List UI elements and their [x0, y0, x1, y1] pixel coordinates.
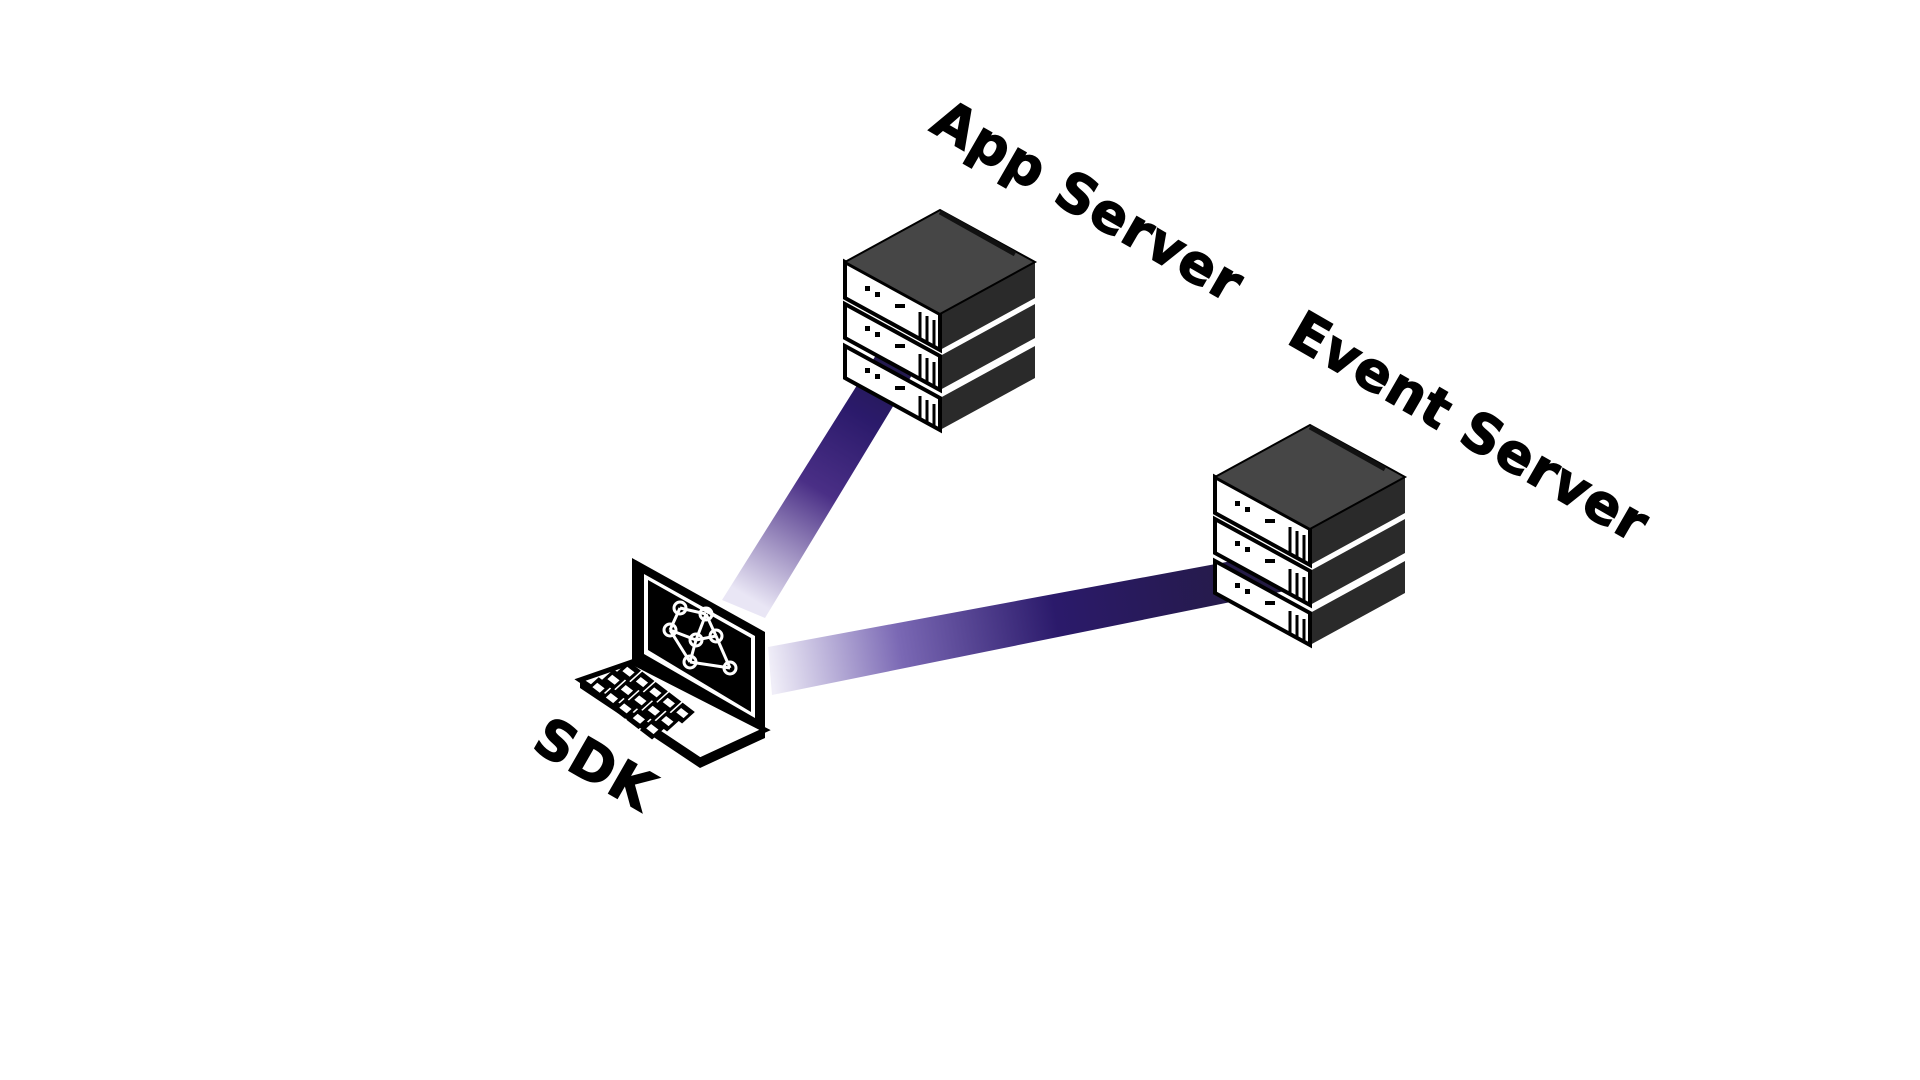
server-unit: [843, 300, 1035, 394]
laptop-network-icon: [574, 558, 771, 768]
server-unit-top: [842, 208, 1038, 354]
server-unit: [1213, 515, 1405, 609]
app-server-stack: [842, 208, 1038, 434]
link-sdk-app-server: [722, 355, 912, 618]
keyboard-icon: [586, 661, 695, 740]
server-unit: [1213, 557, 1405, 649]
server-unit: [843, 342, 1035, 434]
server-unit-top: [1212, 423, 1408, 569]
network-graph-icon: [662, 600, 738, 676]
event-server-stack: [1212, 423, 1408, 649]
link-sdk-event-server: [768, 558, 1290, 695]
